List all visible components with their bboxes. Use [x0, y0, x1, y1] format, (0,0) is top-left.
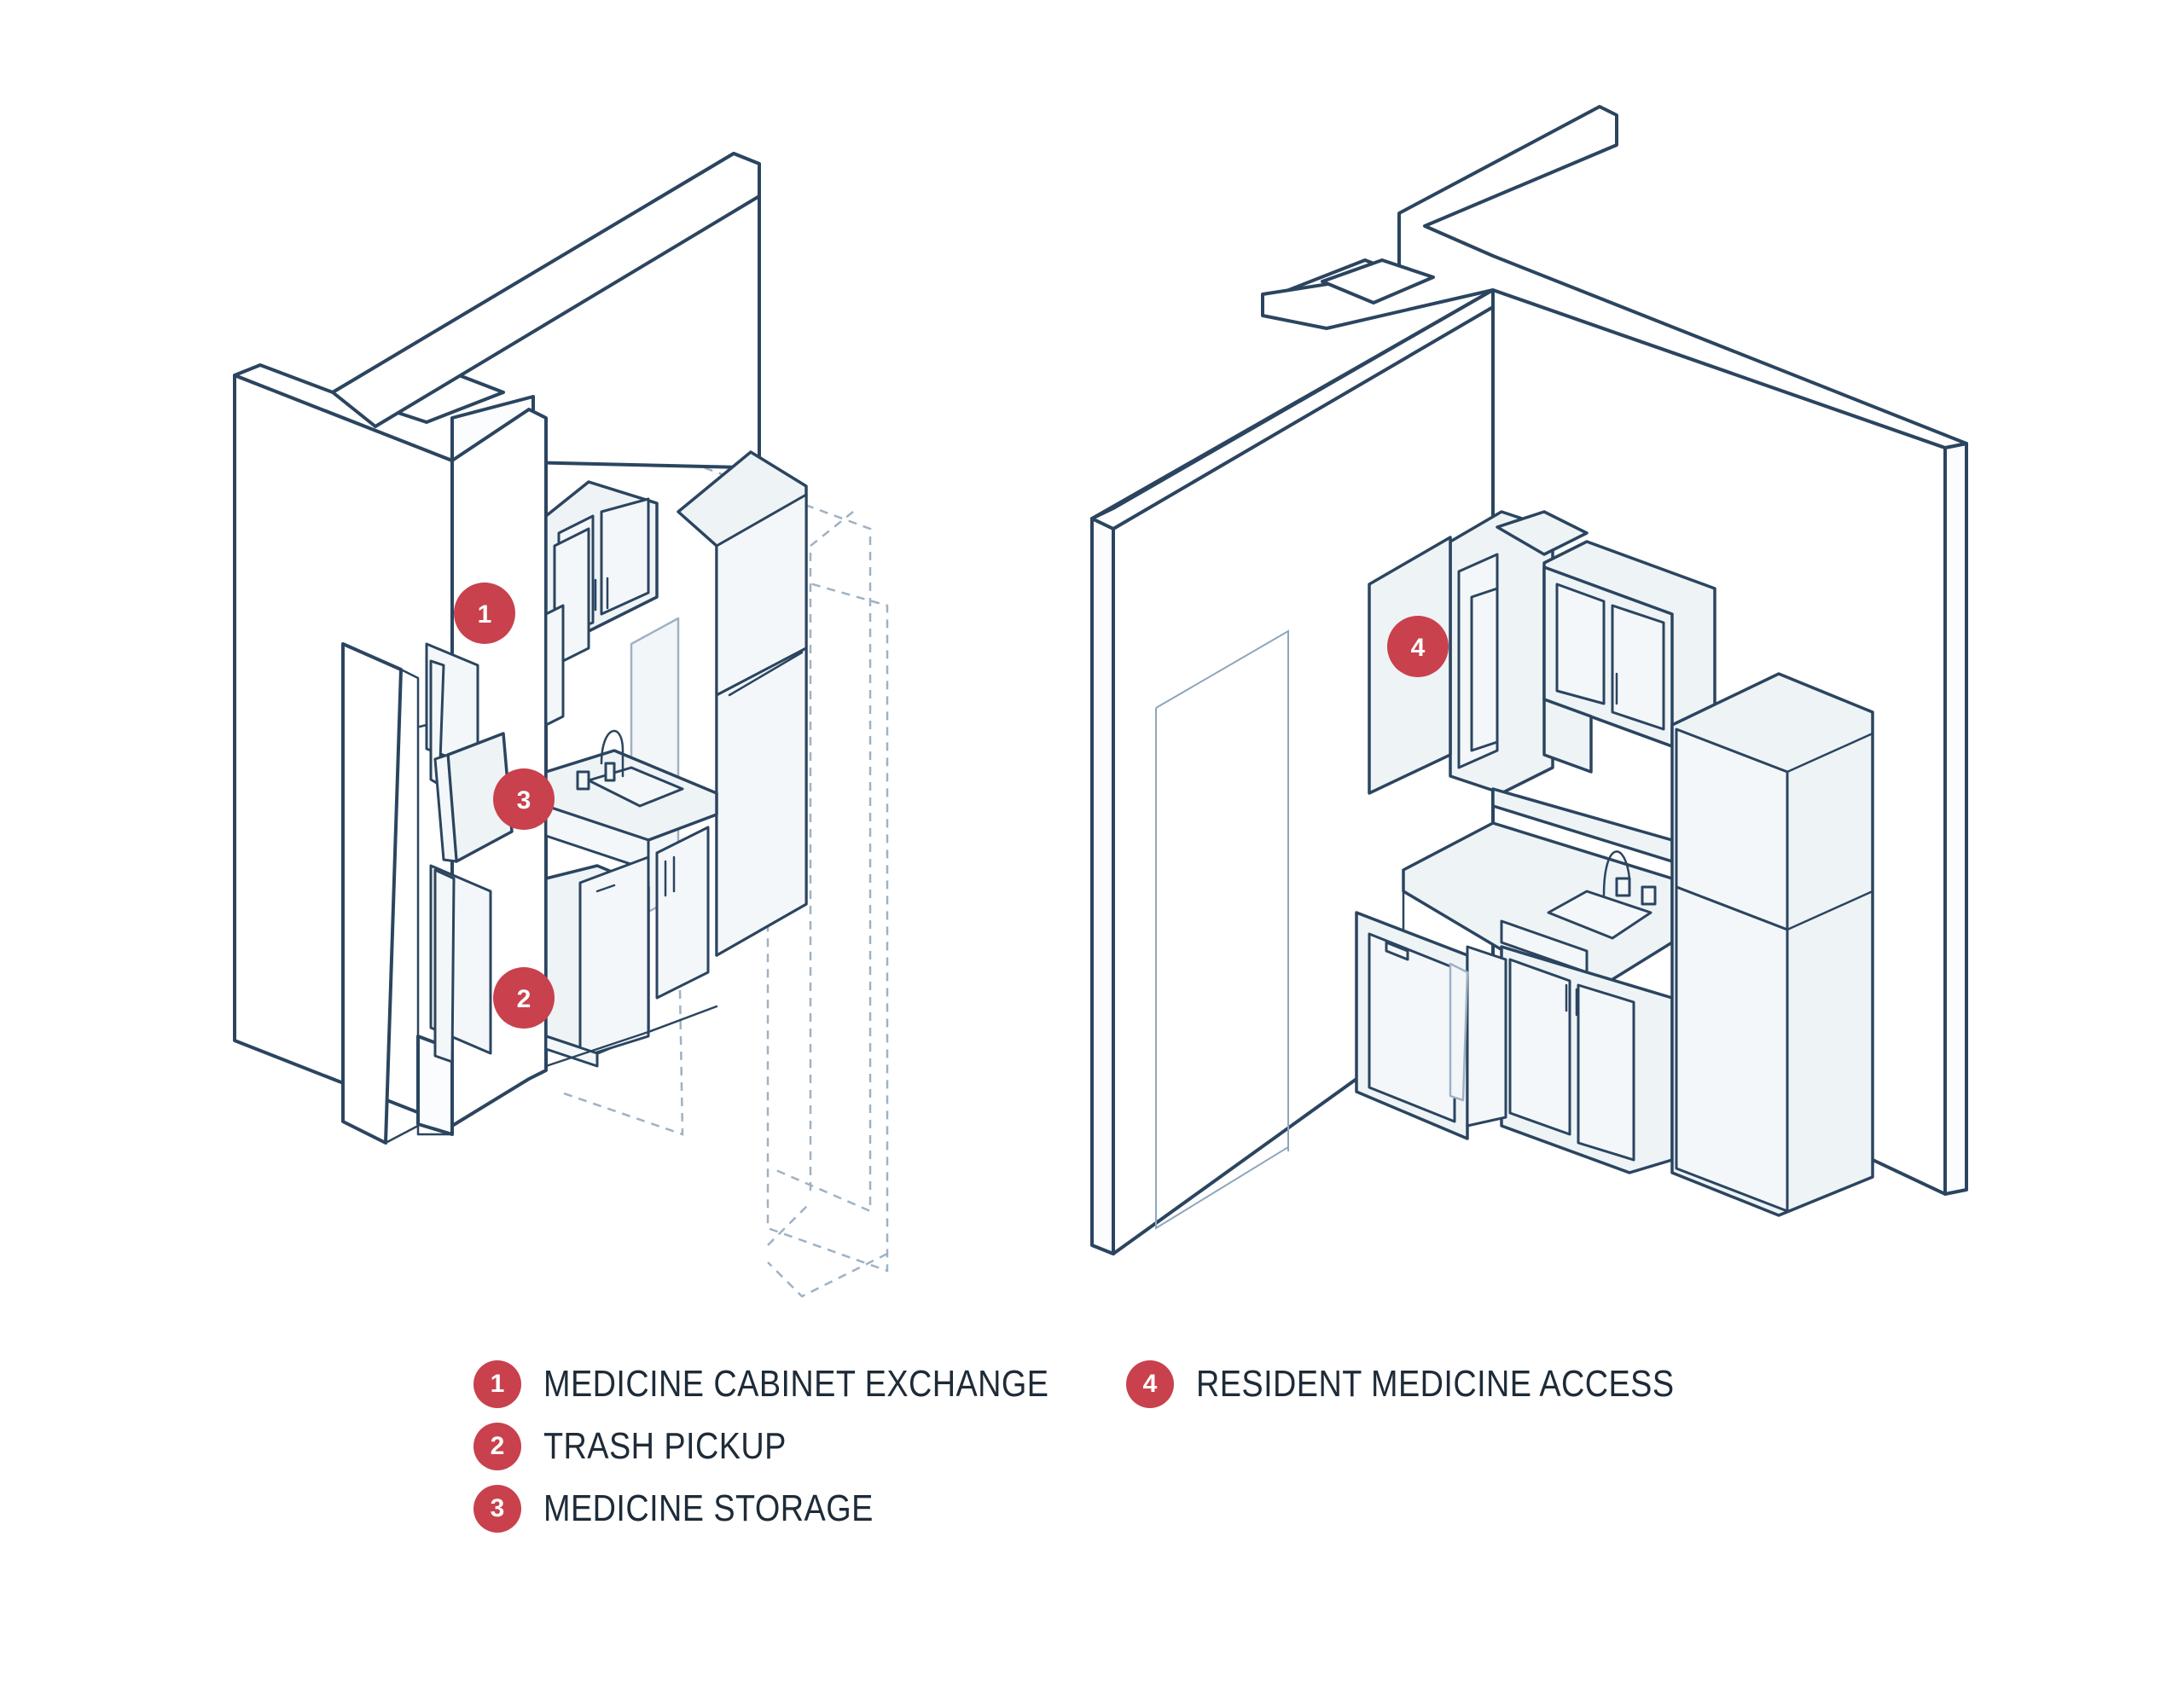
right-resident-view: 4 — [1090, 105, 1968, 1255]
legend-item-3: 3 MEDICINE STORAGE — [473, 1485, 927, 1533]
legend-label: MEDICINE STORAGE — [543, 1487, 874, 1529]
marker-2: 2 — [493, 967, 555, 1029]
svg-text:4: 4 — [1411, 634, 1426, 662]
trash-exchange-door — [429, 864, 492, 1064]
legend-label: MEDICINE CABINET EXCHANGE — [543, 1363, 1049, 1405]
medicine-storage-box — [433, 732, 514, 863]
legend-label: TRASH PICKUP — [543, 1425, 787, 1467]
left-service-view: 1 3 2 — [233, 152, 889, 1298]
legend-number: 4 — [1126, 1360, 1174, 1408]
legend-number: 1 — [473, 1360, 521, 1408]
legend-label: RESIDENT MEDICINE ACCESS — [1196, 1363, 1675, 1405]
back-kitchen — [544, 450, 808, 1068]
resident-fridge — [1670, 672, 1874, 1217]
marker-3: 3 — [493, 768, 555, 830]
marker-4: 4 — [1387, 616, 1449, 677]
exchange-door — [341, 642, 454, 1145]
legend-number: 2 — [473, 1423, 521, 1470]
svg-text:2: 2 — [517, 985, 531, 1013]
legend-item-2: 2 TRASH PICKUP — [473, 1423, 826, 1470]
marker-1: 1 — [454, 583, 515, 644]
svg-text:1: 1 — [478, 600, 492, 629]
legend-number: 3 — [473, 1485, 521, 1533]
legend-item-1: 1 MEDICINE CABINET EXCHANGE — [473, 1360, 1131, 1408]
resident-counter — [1402, 787, 1674, 1174]
legend-item-4: 4 RESIDENT MEDICINE ACCESS — [1126, 1360, 1752, 1408]
svg-text:3: 3 — [517, 786, 531, 815]
resident-trash-drawer — [1355, 911, 1507, 1140]
resident-wall-caps — [1090, 105, 1968, 530]
